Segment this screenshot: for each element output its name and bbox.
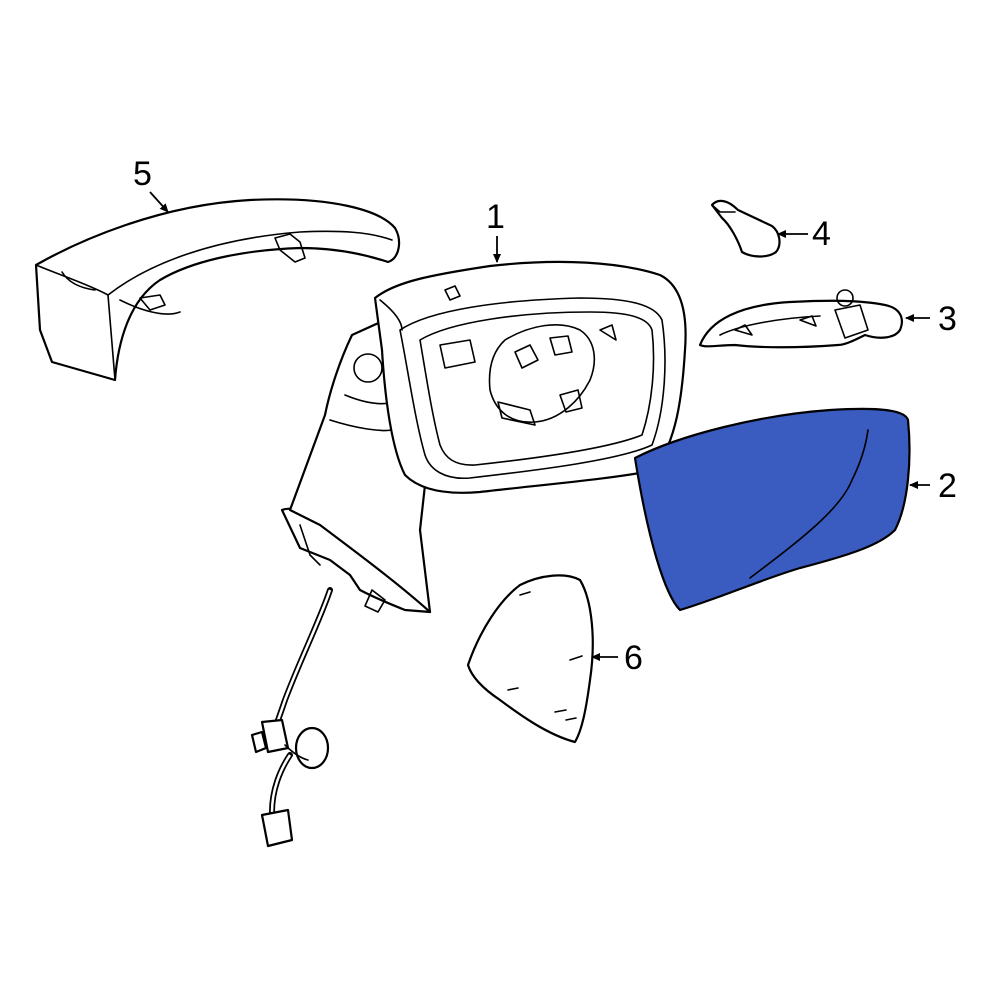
callout-1: 1	[486, 198, 505, 236]
callout-labels: 1 2 3 4 5 6	[133, 155, 957, 677]
callout-5: 5	[133, 155, 152, 193]
turn-signal-lamp[interactable]	[698, 289, 903, 349]
wiring-harness[interactable]	[250, 587, 333, 848]
callout-3: 3	[938, 300, 957, 338]
mirror-assembly[interactable]	[280, 260, 687, 614]
lower-cover[interactable]	[466, 574, 594, 744]
mirror-glass[interactable]	[633, 407, 911, 612]
leader-5	[149, 191, 169, 213]
callout-6: 6	[624, 639, 643, 677]
leader-lines	[149, 191, 930, 661]
mirror-cover-cap[interactable]	[34, 198, 401, 382]
callout-4: 4	[812, 215, 831, 253]
callout-2: 2	[938, 467, 957, 505]
puddle-lamp[interactable]	[710, 199, 781, 258]
